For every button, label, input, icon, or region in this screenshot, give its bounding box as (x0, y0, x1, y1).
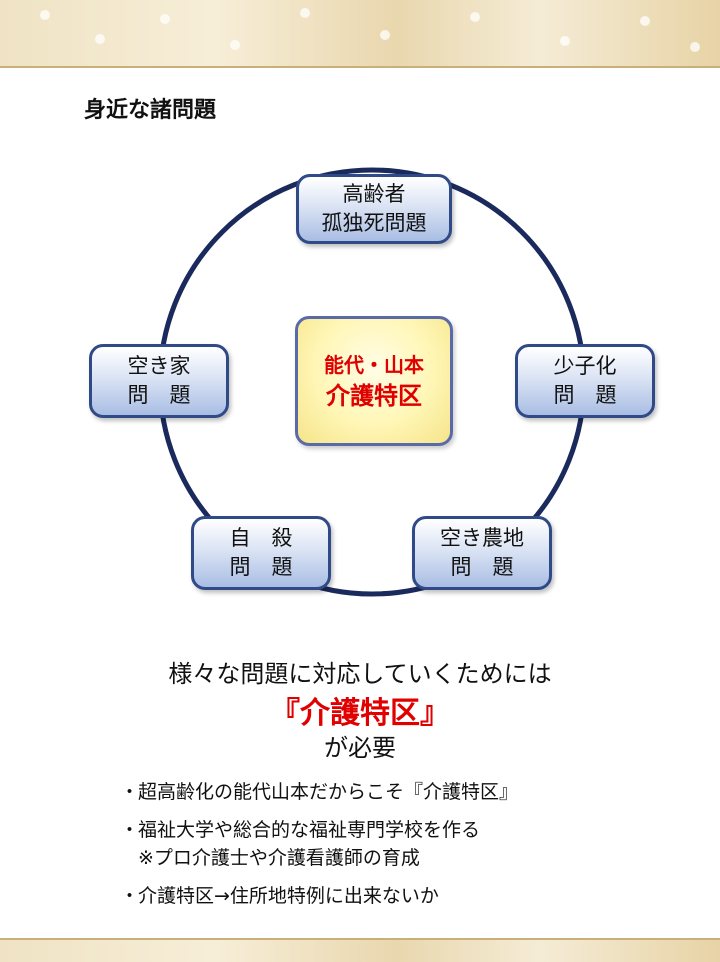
list-item: ・ 超高齢化の能代山本だからこそ『介護特区』 (118, 778, 518, 806)
node-label: 少子化 (553, 354, 617, 378)
message-line: が必要 (324, 734, 396, 762)
list-item: ・ 福祉大学や総合的な福祉専門学校を作る ※プロ介護士や介護看護師の育成 (118, 816, 518, 872)
blossom-icon (95, 34, 105, 44)
list-item-text: 超高齢化の能代山本だからこそ『介護特区』 (138, 781, 519, 803)
list-item: ・ 介護特区→住所地特例に出来ないか (118, 882, 518, 910)
list-item-text: 介護特区→住所地特例に出来ないか (138, 885, 439, 907)
bullet-mark: ・ (120, 781, 140, 803)
node-label: 孤独死問題 (321, 211, 427, 235)
blossom-icon (230, 40, 240, 50)
node-label: 空き農地 (440, 526, 524, 550)
node-label: 問 題 (553, 383, 617, 407)
bullet-mark: ・ (120, 885, 140, 907)
center-label: 能代・山本 (324, 353, 424, 377)
blossom-icon (640, 16, 650, 26)
center-node-care-zone: 能代・山本 介護特区 (295, 316, 453, 446)
page-title: 身近な諸問題 (84, 98, 217, 123)
node-label: 空き家 (127, 354, 191, 378)
message-highlight: 『介護特区』 (270, 696, 450, 731)
header-banner (0, 0, 720, 68)
blossom-icon (380, 30, 390, 40)
node-label: 自 殺 (229, 526, 293, 550)
node-label: 高齢者 (342, 182, 406, 206)
blossom-icon (40, 10, 50, 20)
issue-node-low-birthrate: 少子化 問 題 (515, 344, 655, 418)
issue-node-elderly: 高齢者 孤独死問題 (296, 174, 452, 244)
blossom-icon (300, 8, 310, 18)
bullet-mark: ・ (120, 819, 140, 841)
message-line: 様々な問題に対応していくためには (168, 660, 552, 688)
list-item-subtext: ※プロ介護士や介護看護師の育成 (138, 847, 420, 869)
issue-node-vacant-house: 空き家 問 題 (89, 344, 229, 418)
node-label: 問 題 (127, 383, 191, 407)
list-item-text: 福祉大学や総合的な福祉専門学校を作る (138, 819, 481, 841)
center-label: 介護特区 (326, 382, 422, 410)
issue-node-vacant-farmland: 空き農地 問 題 (412, 516, 552, 590)
blossom-icon (160, 14, 170, 24)
blossom-icon (690, 42, 700, 52)
footer-banner (0, 938, 720, 962)
bullet-list: ・ 超高齢化の能代山本だからこそ『介護特区』 ・ 福祉大学や総合的な福祉専門学校… (118, 778, 518, 910)
node-label: 問 題 (229, 555, 293, 579)
issue-node-suicide: 自 殺 問 題 (191, 516, 331, 590)
blossom-icon (560, 36, 570, 46)
blossom-icon (470, 12, 480, 22)
node-label: 問 題 (450, 555, 514, 579)
